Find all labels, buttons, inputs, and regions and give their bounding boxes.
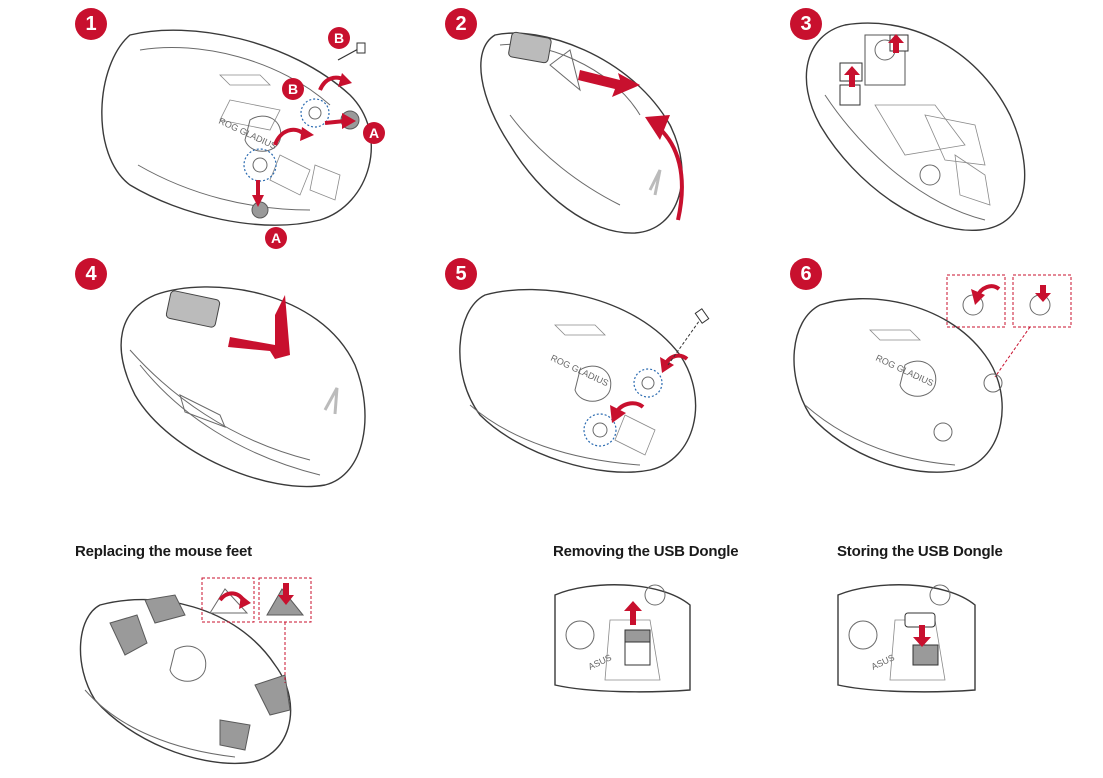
section-heading-store-dongle: Storing the USB Dongle (837, 543, 1003, 560)
mouse-underside-screws-illustration: ROG GLADIUS (459, 288, 710, 473)
mouse-top-shell-illustration (480, 31, 684, 234)
step-4-panel: 4 (70, 255, 380, 505)
store-dongle-illustration: ASUS (837, 584, 976, 693)
label-a: A (363, 122, 385, 144)
remove-dongle-illustration: ASUS (554, 584, 691, 693)
step-2-panel: 2 (440, 5, 700, 245)
remove-dongle-panel: ASUS (550, 575, 700, 695)
step-3-panel: 3 (785, 5, 1035, 245)
step-number-badge: 2 (445, 8, 477, 40)
step-number-badge: 4 (75, 258, 107, 290)
step-number-badge: 6 (790, 258, 822, 290)
section-heading-remove-dongle: Removing the USB Dongle (553, 543, 739, 560)
label-b: B (282, 78, 304, 100)
step-number-badge: 5 (445, 258, 477, 290)
screw-icon (337, 42, 366, 61)
label-b: B (328, 27, 350, 49)
mouse-underside-rubber-cover-illustration: ROG GLADIUS (793, 274, 1072, 473)
mouse-reassemble-illustration (120, 286, 366, 488)
step-5-panel: 5 ROG GLADIUS (440, 255, 730, 495)
mouse-internals-illustration (805, 22, 1026, 231)
step-1-panel: 1 ROG GLADIUS B B A A (70, 5, 410, 255)
step-6-panel: 6 ROG GLADIUS (785, 255, 1085, 495)
mouse-underside-illustration: ROG GLADIUS (101, 29, 372, 226)
step-number-badge: 3 (790, 8, 822, 40)
screw-icon (667, 308, 710, 366)
step-number-badge: 1 (75, 8, 107, 40)
label-a: A (265, 227, 287, 249)
section-heading-mouse-feet: Replacing the mouse feet (75, 543, 252, 560)
store-dongle-panel: ASUS (835, 575, 985, 695)
mouse-feet-illustration (79, 577, 312, 765)
mouse-feet-panel (75, 575, 335, 770)
